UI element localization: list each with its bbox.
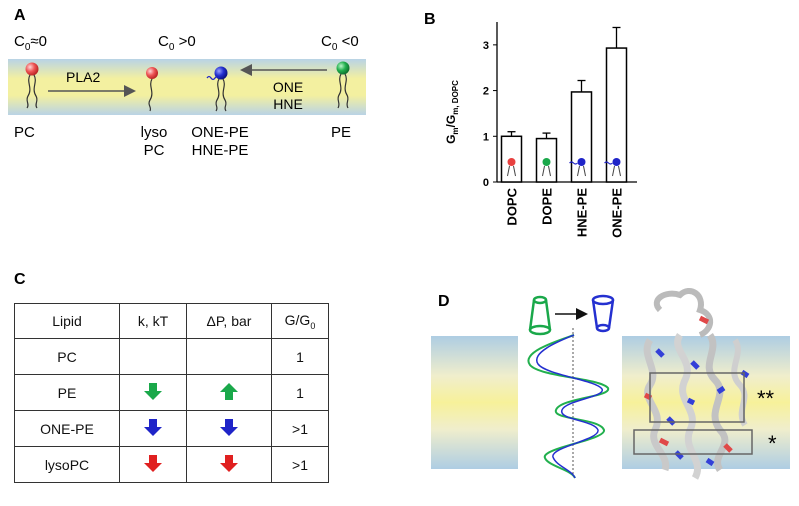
cell-dp [186,410,272,447]
hne-label: HNE [273,96,303,112]
cell-dp [186,338,272,375]
pc-lipid-icon [25,62,39,109]
x-tick-label: DOPE [540,188,555,225]
y-axis-label: Gm/Gm, DOPC [444,80,460,144]
pla2-label: PLA2 [66,69,100,85]
cell-dp [186,446,272,483]
lipid-head-icon [542,158,551,166]
cell-lipid: lysoPC [14,446,120,483]
lysopc-lipid-icon [146,67,158,112]
panel-d: D ** [431,288,790,480]
lipid-head-icon [612,158,621,166]
oxidized-chain-icon [569,161,578,165]
cell-g: 1 [271,338,329,375]
panel-a-label: A [14,7,26,24]
double-star-label: ** [757,386,775,411]
cell-k [119,338,187,375]
panel-d-label: D [438,293,450,310]
panel-c-label: C [14,271,26,288]
region-box-double-star [649,372,745,423]
lipid-tail-icon [577,165,586,177]
y-tick-label: 2 [483,86,489,98]
one-label: ONE [273,79,303,95]
cell-g: 1 [271,374,329,411]
header-dp: ΔP, bar [186,303,272,339]
onepe-label: ONE-PE [191,124,249,141]
inverted-cone-icon [591,294,615,333]
c0-mid: C0 >0 [158,33,196,53]
table-row: lysoPC >1 [14,446,329,483]
lipid-tail-icon [507,165,516,177]
x-tick-label: HNE-PE [575,188,590,237]
lipid-head-icon [507,158,516,166]
lipid-head-icon [577,158,586,166]
x-tick-label: ONE-PE [610,188,625,238]
pe-lipid-icon [336,61,350,109]
cell-dp [186,374,272,411]
hnepe-label: HNE-PE [192,142,249,159]
cell-k [119,446,187,483]
panel-a: A C0≈0 C0 >0 C0 <0 PLA2 [8,7,366,159]
bar [570,91,593,183]
y-tick-label: 1 [483,131,489,143]
cell-lipid: PE [14,374,120,411]
profile-green [527,334,609,479]
header-k: k, kT [119,303,187,339]
y-tick-label: 3 [483,40,489,52]
lipid-tail-icon [542,165,551,177]
c0-left: C0≈0 [14,33,47,53]
up-arrow-icon [220,382,238,400]
protein-structure-icon [643,288,750,480]
cell-k [119,374,187,411]
down-arrow-icon [144,418,162,436]
lipid-tail-icon [612,165,621,177]
oxidized-chain-icon [604,161,613,165]
cell-g: >1 [271,410,329,447]
table-row: PC 1 [14,338,329,375]
header-lipid: Lipid [14,303,120,339]
x-tick-label: DOPC [505,187,520,225]
one-pe-lipid-icon [206,66,228,112]
membrane-band-a [8,59,366,115]
pc-label: PC [14,124,35,141]
profile-blue [536,334,603,479]
table-row: ONE-PE >1 [14,410,329,447]
single-star-label: * [768,431,777,456]
c0-right: C0 <0 [321,33,359,53]
region-box-single-star [633,429,753,455]
table-header-row: Lipid k, kT ΔP, bar G/G0 [14,303,329,339]
lyso-label-2: PC [144,142,165,159]
pe-label: PE [331,124,351,141]
membrane-slab-left [431,336,518,469]
cell-k [119,410,187,447]
down-arrow-icon [144,454,162,472]
cell-lipid: ONE-PE [14,410,120,447]
down-arrow-icon [144,382,162,400]
cell-g: >1 [271,446,329,483]
cell-lipid: PC [14,338,120,375]
table-row: PE 1 [14,374,329,411]
down-arrow-icon [220,418,238,436]
y-tick-label: 0 [483,177,489,189]
panel-b-label: B [424,11,436,28]
lyso-label-1: lyso [141,124,168,141]
down-arrow-icon [220,454,238,472]
cone-lipid-icon [528,295,552,336]
header-g: G/G0 [271,303,329,339]
